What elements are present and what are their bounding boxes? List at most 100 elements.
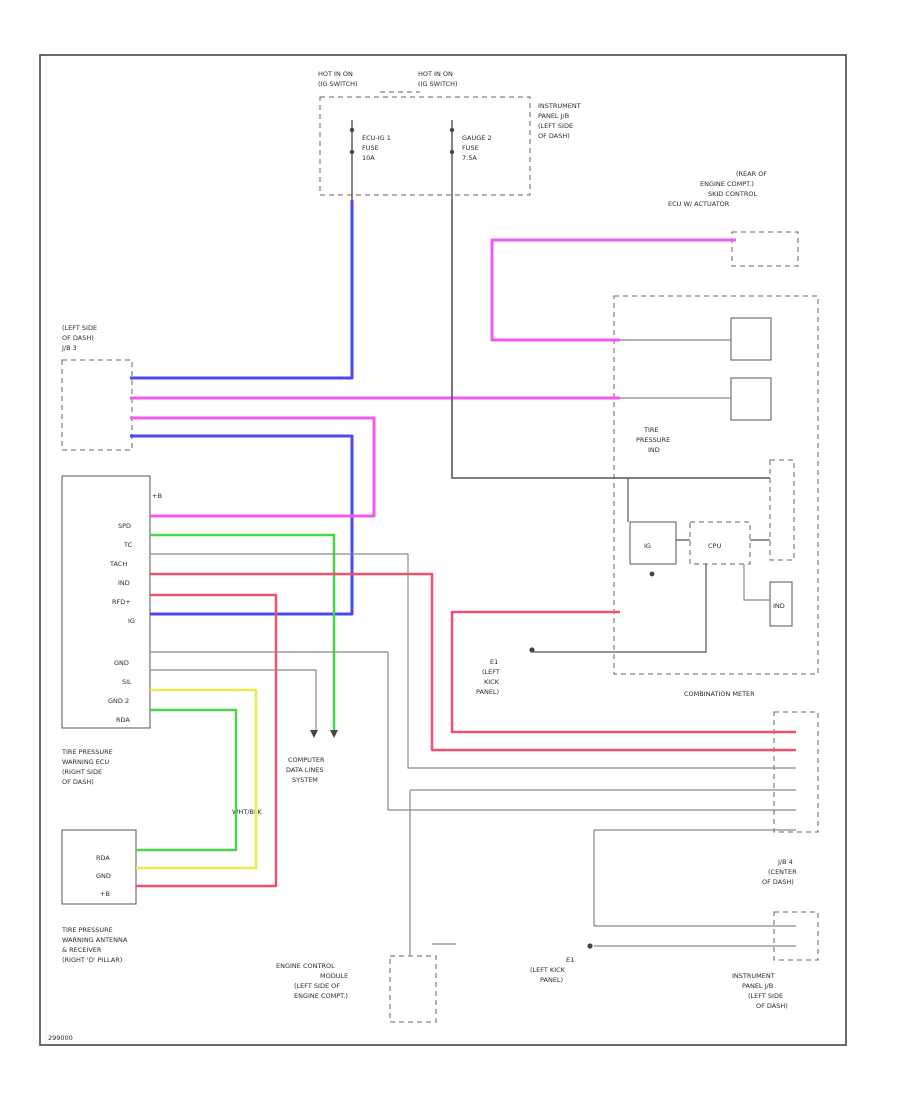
ip-jb-bottom-4: OF DASH) [756, 1002, 788, 1010]
ig-block [629, 521, 677, 565]
dark-wire-module [627, 478, 770, 541]
ecu-pin-tach: TACH [109, 560, 127, 568]
red-wire-ind [150, 572, 796, 752]
ecu-pin-ind: IND [118, 579, 130, 587]
ecu-pin-sil: SIL [122, 678, 132, 686]
fuse-right-top-terminal [449, 127, 455, 133]
ip-jb-bottom-3: (LEFT SIDE [748, 992, 783, 1000]
red-wire-meter [450, 610, 796, 734]
warning-ecu-label-3: (RIGHT SIDE [62, 768, 102, 776]
ecu-pin-gnd: GND [114, 659, 129, 667]
footer-id: 299000 [48, 1034, 73, 1042]
gray-wire-tach [150, 553, 796, 769]
fuse-right-name: GAUGE 2 [462, 134, 492, 142]
cpu-block [689, 521, 751, 565]
antenna-pin-gnd: GND [96, 872, 111, 880]
ip-jb-top-2: PANEL J/B [538, 112, 569, 120]
meter-module-outline [613, 295, 819, 675]
ind-output-block [769, 581, 793, 627]
fuse-left-name: ECU-IG 1 [362, 134, 391, 142]
ind-output-label: IND [773, 602, 785, 610]
gray-wire-ecm [409, 789, 796, 956]
cdl-arrow-1 [310, 730, 318, 738]
diagram-frame [39, 54, 847, 1046]
jb4-label-1: J/B 4 [777, 858, 793, 866]
green-wire-tc [150, 533, 336, 730]
fuse-right-rating: 7.5A [462, 154, 477, 162]
cdl-arrow-2 [330, 730, 338, 738]
hot-feed-right-1: HOT IN ON [418, 70, 453, 78]
left-dash-label-3: J/B 3 [61, 344, 77, 352]
combination-meter-label: COMBINATION METER [684, 690, 755, 698]
skid-ecu-label-1: (REAR OF [736, 170, 767, 178]
gray-wire-sil [150, 669, 317, 730]
ecu-pin-rda: RDA [116, 716, 130, 724]
antenna-label-4: (RIGHT 'D' PILLAR) [62, 956, 122, 964]
e1-mid-label-1: E1 [490, 658, 498, 666]
antenna-label-1: TIRE PRESSURE [61, 926, 113, 934]
lcd-driver-block [769, 459, 795, 561]
ecu-pin-gnd2: GND 2 [108, 697, 129, 705]
gray-wire-jb4 [593, 829, 796, 927]
antenna-label-2: WARNING ANTENNA [62, 936, 128, 944]
antenna-label-3: & RECEIVER [62, 946, 102, 954]
cpu-label: CPU [708, 542, 721, 550]
ecu-pin-tc: TC [123, 541, 133, 549]
e1-bottom-label-2: (LEFT KICK [530, 966, 566, 974]
fuse-left-word: FUSE [362, 144, 379, 152]
blue-wire-lower [130, 434, 354, 616]
skid-ecu-label-3: SKID CONTROL [708, 190, 757, 198]
tire-ind-label-1: TIRE [643, 426, 659, 434]
blue-wire-upper [130, 200, 354, 380]
e1-bottom-label-1: E1 [566, 956, 574, 964]
magenta-wire-skid [490, 238, 736, 342]
wire-layer [130, 200, 796, 956]
ip-jb-bottom-1: INSTRUMENT [732, 972, 775, 980]
ecm-label-3: (LEFT SIDE OF [294, 982, 340, 990]
green-wire-antenna [136, 708, 238, 852]
ecm-label-2: MODULE [320, 972, 348, 980]
fuse-left-rating: 10A [362, 154, 375, 162]
dark-wire-e1mid [532, 564, 707, 653]
ecu-pin-b: +B [152, 492, 162, 500]
dark-wire-gauge [451, 200, 770, 479]
ecm-label-1: ENGINE CONTROL [276, 962, 335, 970]
e1-mid-label-2: (LEFT [482, 668, 500, 676]
warning-ecu-box [61, 475, 151, 729]
warning-ecu-label-1: TIRE PRESSURE [61, 748, 113, 756]
e1-bottom-ground [587, 943, 593, 949]
ip-jb-top-3: (LEFT SIDE [538, 122, 573, 130]
module-ground-dot [649, 571, 655, 577]
left-dash-label-2: OF DASH) [62, 334, 94, 342]
tire-ind-label-3: IND [648, 446, 660, 454]
tire-ind-label-2: PRESSURE [636, 436, 670, 444]
cdl-label-1: COMPUTER [288, 756, 325, 764]
warning-ecu-label-2: WARNING ECU [62, 758, 109, 766]
ip-jb-bottom-2: PANEL J/B [742, 982, 773, 990]
fuse-left-bottom-terminal [349, 149, 355, 155]
cdl-label-2: DATA LINES [286, 766, 323, 774]
jb4-outline [773, 911, 819, 961]
e1-mid-label-4: PANEL) [476, 688, 499, 696]
splice-label: WHT/BLK [232, 808, 263, 816]
cdl-label-3: SYSTEM [292, 776, 318, 784]
left-dash-label-1: (LEFT SIDE [62, 324, 97, 332]
ecu-pin-spd: SPD [118, 522, 131, 530]
skid-ecu-label-2: ENGINE COMPT.) [700, 180, 754, 188]
ecm-label-4: ENGINE COMPT.) [294, 992, 348, 1000]
gray-wire-gnd [150, 651, 796, 811]
hot-feed-right-2: (IG SWITCH) [418, 80, 458, 88]
left-dash-jb-outline [61, 359, 133, 451]
ecu-pin-rfd: RFD+ [112, 598, 131, 606]
fuse-right-bottom-terminal [449, 149, 455, 155]
red-wire-rfd [136, 593, 278, 888]
warning-ecu-label-4: OF DASH) [62, 778, 94, 786]
skid-ecu-outline [731, 231, 799, 267]
ecu-pin-ig: IG [128, 617, 135, 625]
hot-feed-left-2: (IG SWITCH) [318, 80, 358, 88]
ip-jb-top-1: INSTRUMENT [538, 102, 581, 110]
jb4-label-2: (CENTER [768, 868, 797, 876]
antenna-box [61, 829, 137, 905]
fuse-block-outline [319, 96, 531, 196]
